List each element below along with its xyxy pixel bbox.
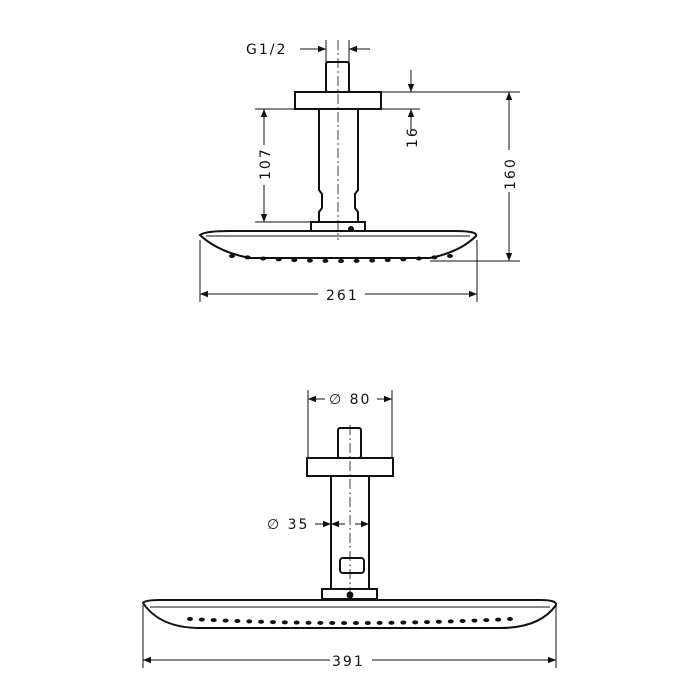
nozzle	[431, 255, 438, 260]
nozzle	[317, 620, 324, 625]
nozzle	[495, 617, 502, 622]
nozzle	[229, 254, 235, 258]
nozzle	[269, 620, 276, 625]
total-height-label: 160	[503, 157, 519, 190]
nozzle	[329, 620, 336, 625]
nozzle	[281, 620, 288, 625]
thread-nipple	[325, 61, 350, 93]
nozzle	[376, 620, 383, 625]
nozzle	[400, 620, 407, 625]
nozzle	[305, 620, 312, 625]
thread-nipple	[337, 427, 362, 459]
nozzle	[246, 619, 253, 624]
nozzle	[322, 258, 329, 263]
ceiling-pipe	[318, 108, 359, 223]
flange-diameter-label: ∅ 80	[329, 392, 371, 408]
nozzle	[258, 619, 265, 624]
nozzle	[198, 617, 205, 622]
nozzle	[187, 617, 193, 621]
nozzle	[275, 257, 282, 262]
nozzle	[483, 618, 490, 623]
nozzle	[222, 618, 229, 623]
shower-head	[141, 599, 558, 629]
head-width-label: 391	[332, 654, 365, 670]
nozzle	[341, 620, 348, 625]
pipe-window	[339, 557, 365, 574]
pipe-length-label: 107	[258, 147, 274, 180]
nozzle	[400, 257, 407, 262]
nozzle	[364, 620, 371, 625]
nozzle	[412, 620, 419, 625]
nozzle	[260, 256, 267, 261]
nozzle	[306, 258, 313, 263]
nozzle	[369, 258, 376, 263]
nozzle	[244, 255, 251, 260]
nozzle	[352, 620, 359, 625]
nozzle	[459, 619, 466, 624]
side-view: G1/2 16 107 160 261	[198, 40, 520, 304]
front-view: ∅ 80 ∅ 35 391	[141, 390, 558, 670]
nozzle	[435, 619, 442, 624]
thread-label: G1/2	[246, 42, 287, 58]
nozzle	[415, 256, 422, 261]
nozzle	[293, 620, 300, 625]
nozzle-row	[229, 254, 453, 263]
nozzle	[507, 617, 513, 621]
nozzle	[447, 619, 454, 624]
nozzle	[234, 619, 241, 624]
nozzle	[291, 258, 298, 263]
pipe-diameter-label: ∅ 35	[267, 517, 309, 533]
nozzle	[353, 258, 360, 263]
nozzle	[210, 618, 217, 623]
nozzle	[424, 620, 431, 625]
head-width-label: 261	[326, 288, 359, 304]
nozzle	[471, 618, 478, 623]
nozzle	[338, 259, 344, 263]
nozzle	[384, 258, 391, 263]
nozzle	[447, 254, 453, 258]
flange-height-label: 16	[405, 126, 421, 148]
nozzle-row	[187, 617, 513, 625]
shower-head	[198, 230, 478, 259]
nozzle	[388, 620, 395, 625]
